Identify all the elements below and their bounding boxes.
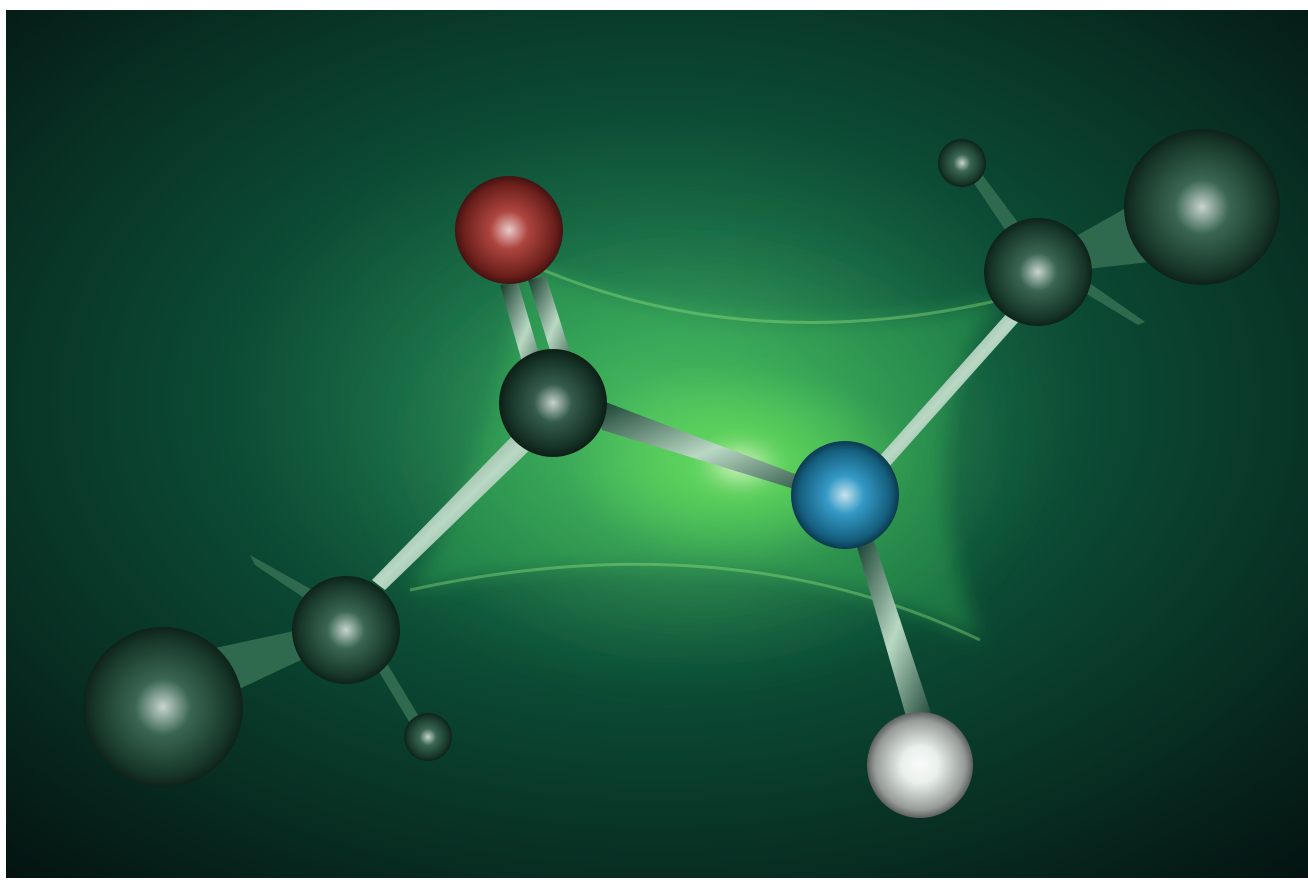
atoms <box>83 129 1280 818</box>
right-substituent-atom <box>1124 129 1280 285</box>
bond-right-stub-a <box>965 165 1025 240</box>
atom-amide-hydrogen <box>867 712 973 818</box>
atom-nitrogen <box>791 441 899 549</box>
right-small-atom <box>938 139 986 187</box>
bond-nitrogen-hydrogen <box>855 535 935 730</box>
bond-carbon-nitrogen <box>595 398 832 500</box>
bond-carbon-left-carbon <box>372 428 540 590</box>
field-edge-top <box>519 258 1001 324</box>
atom-carbonyl-carbon <box>499 349 607 457</box>
atom-right-carbon <box>984 218 1092 326</box>
bond-right-stub-b <box>1080 282 1145 325</box>
left-small-atom <box>404 713 452 761</box>
atom-left-carbon <box>292 576 400 684</box>
atom-oxygen <box>455 176 563 284</box>
bond-nitrogen-right-carbon <box>878 312 1020 468</box>
left-substituent-atom <box>83 627 243 787</box>
field-edge-bottom <box>409 562 981 642</box>
